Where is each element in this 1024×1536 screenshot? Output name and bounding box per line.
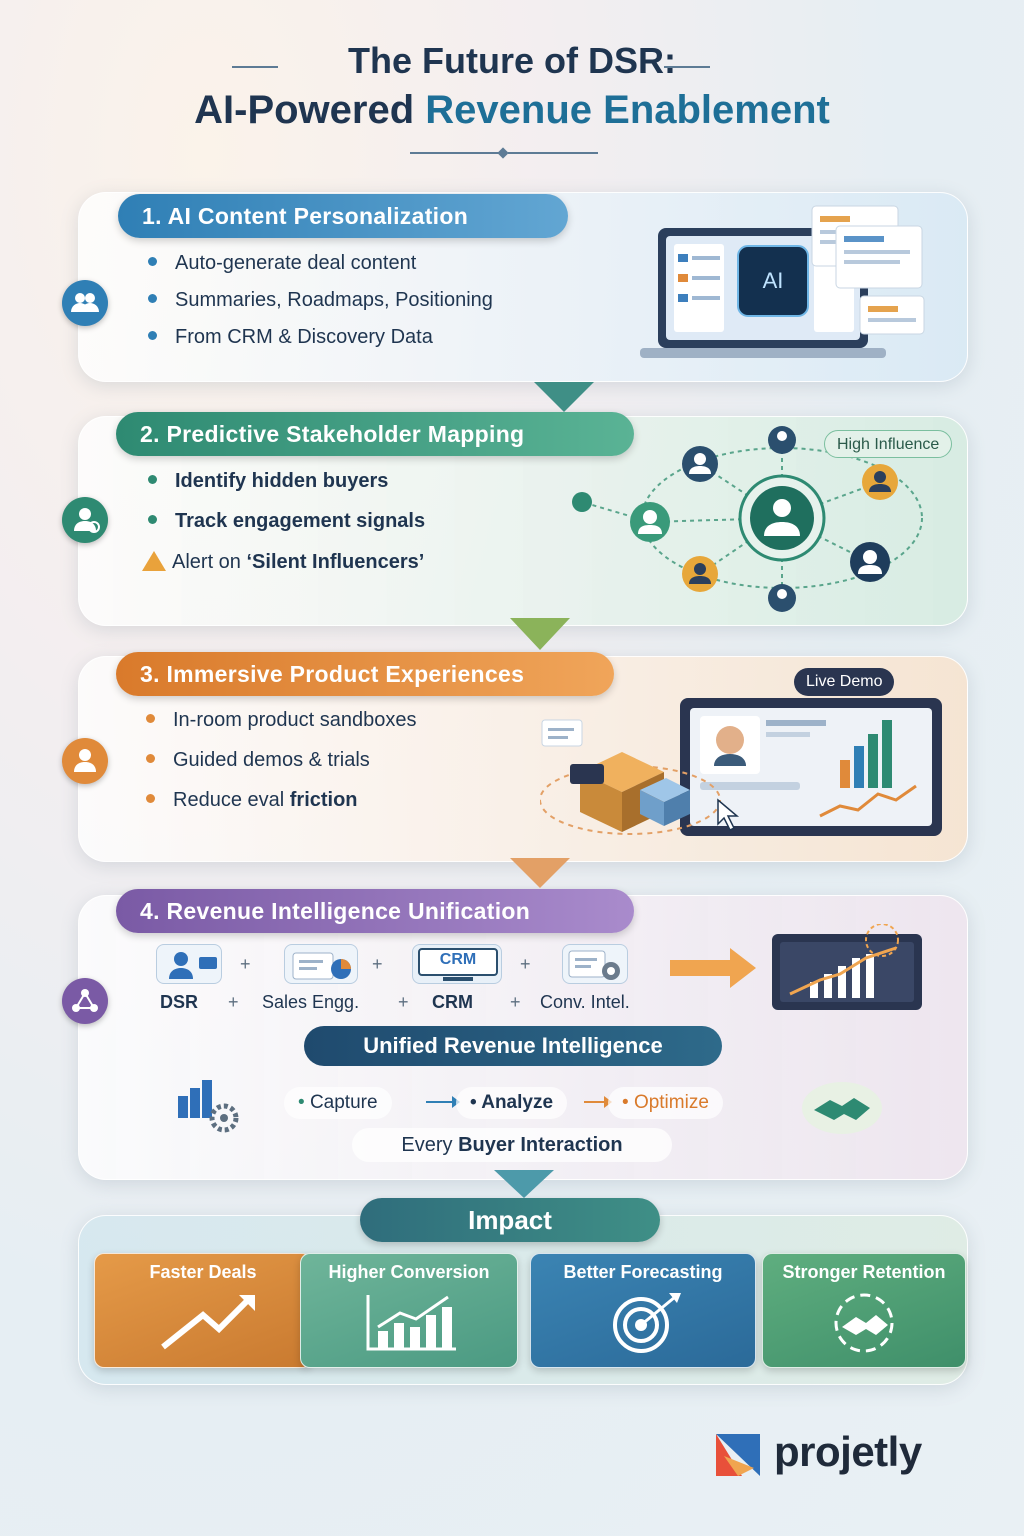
stakeholder-network-illustration [572, 426, 923, 612]
bar-chart-icon [366, 1295, 456, 1351]
down-arrow-icon [534, 382, 594, 412]
page-title-line2: AI-Powered Revenue Enablement [0, 88, 1024, 133]
list-item: Guided demos & trials [146, 749, 370, 772]
analytics-dashboard-illustration [670, 924, 922, 1010]
target-icon [613, 1293, 681, 1353]
title-diamond-icon [497, 147, 509, 159]
sales-engg-source-icon [284, 944, 358, 984]
section1-heading: 1. AI Content Personalization [118, 194, 568, 238]
source-label-sales-engg: Sales Engg. [262, 992, 360, 1012]
list-item: From CRM & Discovery Data [148, 326, 433, 349]
brand-name: projetly [774, 1428, 922, 1475]
alert-item: Alert on ‘Silent Influencers’ [142, 550, 424, 574]
arrow-analyze-optimize [584, 1101, 608, 1103]
impact-card-stronger-retention: Stronger Retention [762, 1253, 966, 1368]
warning-icon [142, 550, 166, 571]
down-arrow-icon [494, 1170, 554, 1198]
share-nodes-icon [62, 978, 108, 1024]
list-item: In-room product sandboxes [146, 709, 416, 732]
ai-chip-icon: AI [763, 268, 784, 293]
source-label-crm: CRM [432, 992, 473, 1012]
section3-heading: 3. Immersive Product Experiences [116, 652, 614, 696]
page-title-line1: The Future of DSR: [348, 40, 676, 81]
plus-sign: + [372, 954, 383, 974]
gears-icon [178, 1080, 239, 1133]
conv-intel-source-icon [562, 944, 628, 984]
list-item: Track engagement signals [148, 510, 425, 533]
trend-up-icon [161, 1295, 255, 1350]
plus-sign: + [510, 992, 521, 1012]
title-underline-left [410, 152, 500, 154]
card-title: Better Forecasting [563, 1262, 723, 1282]
title-rule-left [232, 66, 278, 68]
list-item: Auto-generate deal content [148, 252, 416, 275]
plus-sign: + [240, 954, 251, 974]
section2-heading: 2. Predictive Stakeholder Mapping [116, 412, 634, 456]
unified-revenue-intelligence: Unified Revenue Intelligence [304, 1026, 722, 1066]
impact-card-higher-conversion: Higher Conversion [300, 1253, 518, 1368]
live-demo-tag: Live Demo [794, 668, 895, 696]
down-arrow-icon [510, 858, 570, 888]
plus-sign: + [520, 954, 531, 974]
card-title: Faster Deals [149, 1262, 257, 1282]
down-arrow-icon [510, 618, 570, 650]
flow-optimize: • Optimize [608, 1087, 723, 1119]
list-item: Summaries, Roadmaps, Positioning [148, 289, 493, 312]
title-part1: AI-Powered [194, 88, 426, 132]
cursor-icon [717, 798, 740, 832]
dsr-source-icon [156, 944, 222, 984]
every-buyer-interaction: Every Buyer Interaction [352, 1128, 672, 1162]
high-influence-tag: High Influence [824, 430, 953, 458]
product-demo-illustration [540, 698, 942, 836]
user-icon [62, 738, 108, 784]
arrow-right-icon [670, 948, 756, 988]
title-underline-right [508, 152, 598, 154]
impact-card-better-forecasting: Better Forecasting [530, 1253, 756, 1368]
flow-capture: • Capture [284, 1087, 392, 1119]
card-title: Higher Conversion [328, 1262, 490, 1282]
impact-heading: Impact [360, 1198, 660, 1242]
handshake-icon [834, 1293, 894, 1353]
plus-sign: + [228, 992, 239, 1012]
arrow-capture-analyze [426, 1101, 456, 1103]
crm-chip-label: CRM [439, 951, 477, 968]
impact-card-faster-deals: Faster Deals [94, 1253, 312, 1368]
source-label-conv-intel: Conv. Intel. [540, 992, 630, 1012]
list-item: Identify hidden buyers [148, 470, 388, 493]
handshake-icon [802, 1082, 882, 1134]
list-item: Reduce eval friction [146, 789, 358, 812]
card-title: Stronger Retention [782, 1262, 946, 1282]
stakeholder-icon [62, 497, 108, 543]
ai-laptop-illustration: AI [640, 205, 925, 358]
flow-analyze: • Analyze [456, 1087, 568, 1119]
plus-sign: + [398, 992, 409, 1012]
crm-source-icon: CRM [412, 944, 502, 984]
source-label-dsr: DSR [160, 992, 199, 1012]
section4-heading: 4. Revenue Intelligence Unification [116, 889, 634, 933]
users-icon [62, 280, 108, 326]
title-rule-right [664, 66, 710, 68]
projetly-logo-icon [716, 1434, 760, 1476]
title-part2: Revenue Enablement [425, 88, 830, 132]
